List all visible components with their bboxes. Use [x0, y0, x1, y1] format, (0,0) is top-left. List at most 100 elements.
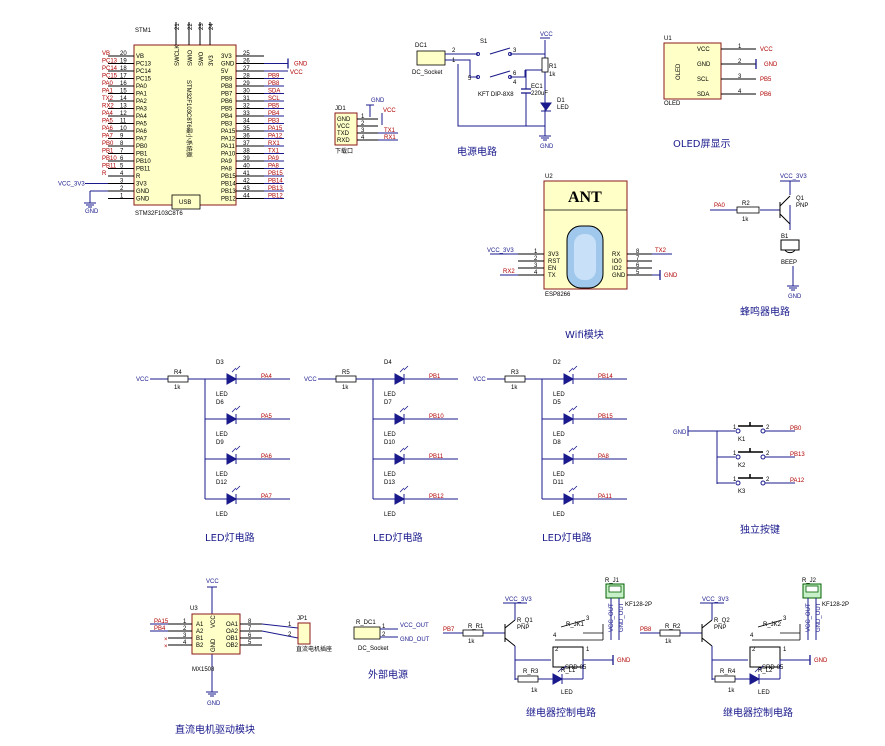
stm32-top-pin-num: 23 — [199, 23, 205, 30]
relay-gnd: GND — [617, 658, 631, 664]
key-pin-1: 1 — [733, 451, 737, 457]
stm32-right-pin-num: 26 — [243, 59, 250, 65]
led-net: PA6 — [261, 454, 273, 460]
stm32-left-pin: GND — [136, 197, 150, 203]
relay-jk-ref: R_JK2 — [763, 622, 782, 628]
u3-body — [191, 613, 241, 655]
relay-r3-val: 1k — [728, 688, 735, 694]
wifi-net-vcc: VCC_3V3 — [487, 248, 514, 254]
stm32-right-net: PB12 — [268, 194, 283, 200]
r1-ref: R1 — [549, 64, 557, 70]
stm32-right-pin-num: 32 — [243, 104, 250, 110]
stm32-top-pin: SWIO — [188, 50, 194, 66]
stm32-right-pin-num: 29 — [243, 81, 250, 87]
key-pin-2: 2 — [766, 451, 770, 457]
stm32-part: STM32F103C8T6 — [135, 211, 183, 217]
relay-r1-ref: R_R1 — [468, 624, 484, 630]
u3-left-net: PB4 — [154, 626, 166, 632]
u3-right-pin: OA2 — [226, 629, 239, 635]
relay-l-part: LED — [561, 690, 573, 696]
relay-r1-ref: R_R2 — [665, 624, 681, 630]
led-ref: D3 — [216, 360, 224, 366]
transistor-icon — [701, 619, 713, 647]
stm32-left-net: PA0 — [102, 81, 114, 87]
u3-right-pin: OB1 — [226, 636, 239, 642]
led-group-r-ref: R5 — [342, 370, 350, 376]
stm32-right-pin: PB15 — [221, 174, 236, 180]
led-net: PB1 — [429, 374, 441, 380]
stm32-left-pin: PC15 — [136, 77, 152, 83]
stm32-right-pin: PA10 — [221, 152, 236, 158]
stm32-right-pin: PB8 — [221, 84, 233, 90]
led-icon — [563, 485, 578, 505]
key-ref: K2 — [738, 463, 746, 469]
oled-pin: SCL — [697, 77, 709, 83]
u3-left-pin-num: 1 — [183, 619, 187, 625]
wifi-part: ESP8266 — [545, 292, 571, 298]
stm32-right-net: GND — [294, 62, 308, 68]
stm32-ref: STM1 — [135, 28, 152, 34]
led-circuits: VCCR41kD3LEDPA4D6LEDPA5D9LEDPA6D12LEDPA7… — [136, 360, 627, 544]
motor-title: 直流电机驱动模块 — [175, 723, 255, 736]
wifi-left-pin-num: 1 — [534, 249, 538, 255]
led-part: LED — [553, 392, 565, 398]
stm32-right-net: SDA — [268, 89, 280, 95]
led-icon — [226, 405, 241, 425]
stm32-top-pin: 3V3 — [209, 55, 215, 66]
key-ref: K1 — [738, 437, 746, 443]
wifi-net-rx: TX2 — [655, 248, 667, 254]
stm32-left-net: PA7 — [102, 134, 114, 140]
wifi-net-tx: RX2 — [503, 269, 515, 275]
relay-title: 继电器控制电路 — [723, 706, 793, 719]
oled-net: GND — [764, 62, 778, 68]
relay-pin: 1 — [586, 647, 590, 653]
stm32-top-pin-num: 24 — [209, 23, 215, 30]
jd1-pin-num: 1 — [361, 114, 365, 120]
stm32-right-pin: PA11 — [221, 144, 235, 150]
stm32-right-pin: PB7 — [221, 92, 233, 98]
s1-pin-5: 5 — [468, 76, 472, 82]
led-net: PA11 — [598, 494, 612, 500]
stm32-left-pin-num: 2 — [120, 186, 124, 192]
stm32-right-pin: GND — [221, 62, 235, 68]
stm32-right-net: PA8 — [268, 164, 280, 170]
oled-part: OLED — [664, 101, 681, 107]
relay-jk-part: SRD-05 — [565, 665, 587, 671]
key-pin-1: 1 — [733, 425, 737, 431]
oled-name: OLED — [676, 63, 682, 80]
key-net: PA12 — [790, 478, 805, 484]
stm32-left-pin: PA7 — [136, 137, 148, 143]
stm32-right-pin-num: 35 — [243, 126, 250, 132]
stm32-left-net: PB0 — [102, 141, 114, 147]
led-icon — [226, 365, 241, 385]
r2-val: 1k — [742, 217, 749, 223]
stm32-right-pin-num: 25 — [243, 51, 250, 57]
stm32-left-pin: VB — [136, 54, 144, 60]
led-icon — [563, 365, 578, 385]
b1-part: BEEP — [781, 260, 797, 266]
stm32-right-pin-num: 42 — [243, 179, 250, 185]
stm32-left-pin-num: 9 — [120, 134, 124, 140]
led-group-r-ref: R4 — [174, 370, 182, 376]
stm32-module: STM1 USB STM32F103C8T6 STM32F103C8T6最小系统… — [58, 22, 308, 217]
stm32-left-pin: R — [136, 174, 141, 180]
stm32-left-net: PC13 — [102, 59, 118, 65]
led-part: LED — [384, 512, 396, 518]
led-icon — [394, 485, 409, 505]
stm32-right-net: PB8 — [268, 81, 280, 87]
key-ref: K3 — [738, 489, 746, 495]
wifi-right-pin: RX — [612, 252, 620, 258]
relay-out1: VCC_OUT — [609, 603, 615, 632]
relay-j-ref: R_J2 — [802, 578, 817, 584]
stm32-left-pin: PA5 — [136, 122, 148, 128]
ext-pin-1: 1 — [382, 624, 386, 630]
s1-ref: S1 — [480, 39, 488, 45]
relay-l-part: LED — [758, 690, 770, 696]
led-net: PA7 — [261, 494, 273, 500]
led-icon — [394, 365, 409, 385]
led-ref: D8 — [553, 440, 561, 446]
stm32-right-pin: PA9 — [221, 159, 233, 165]
wifi-right-pin-num: 8 — [636, 249, 640, 255]
d1-part: LED — [557, 105, 569, 111]
